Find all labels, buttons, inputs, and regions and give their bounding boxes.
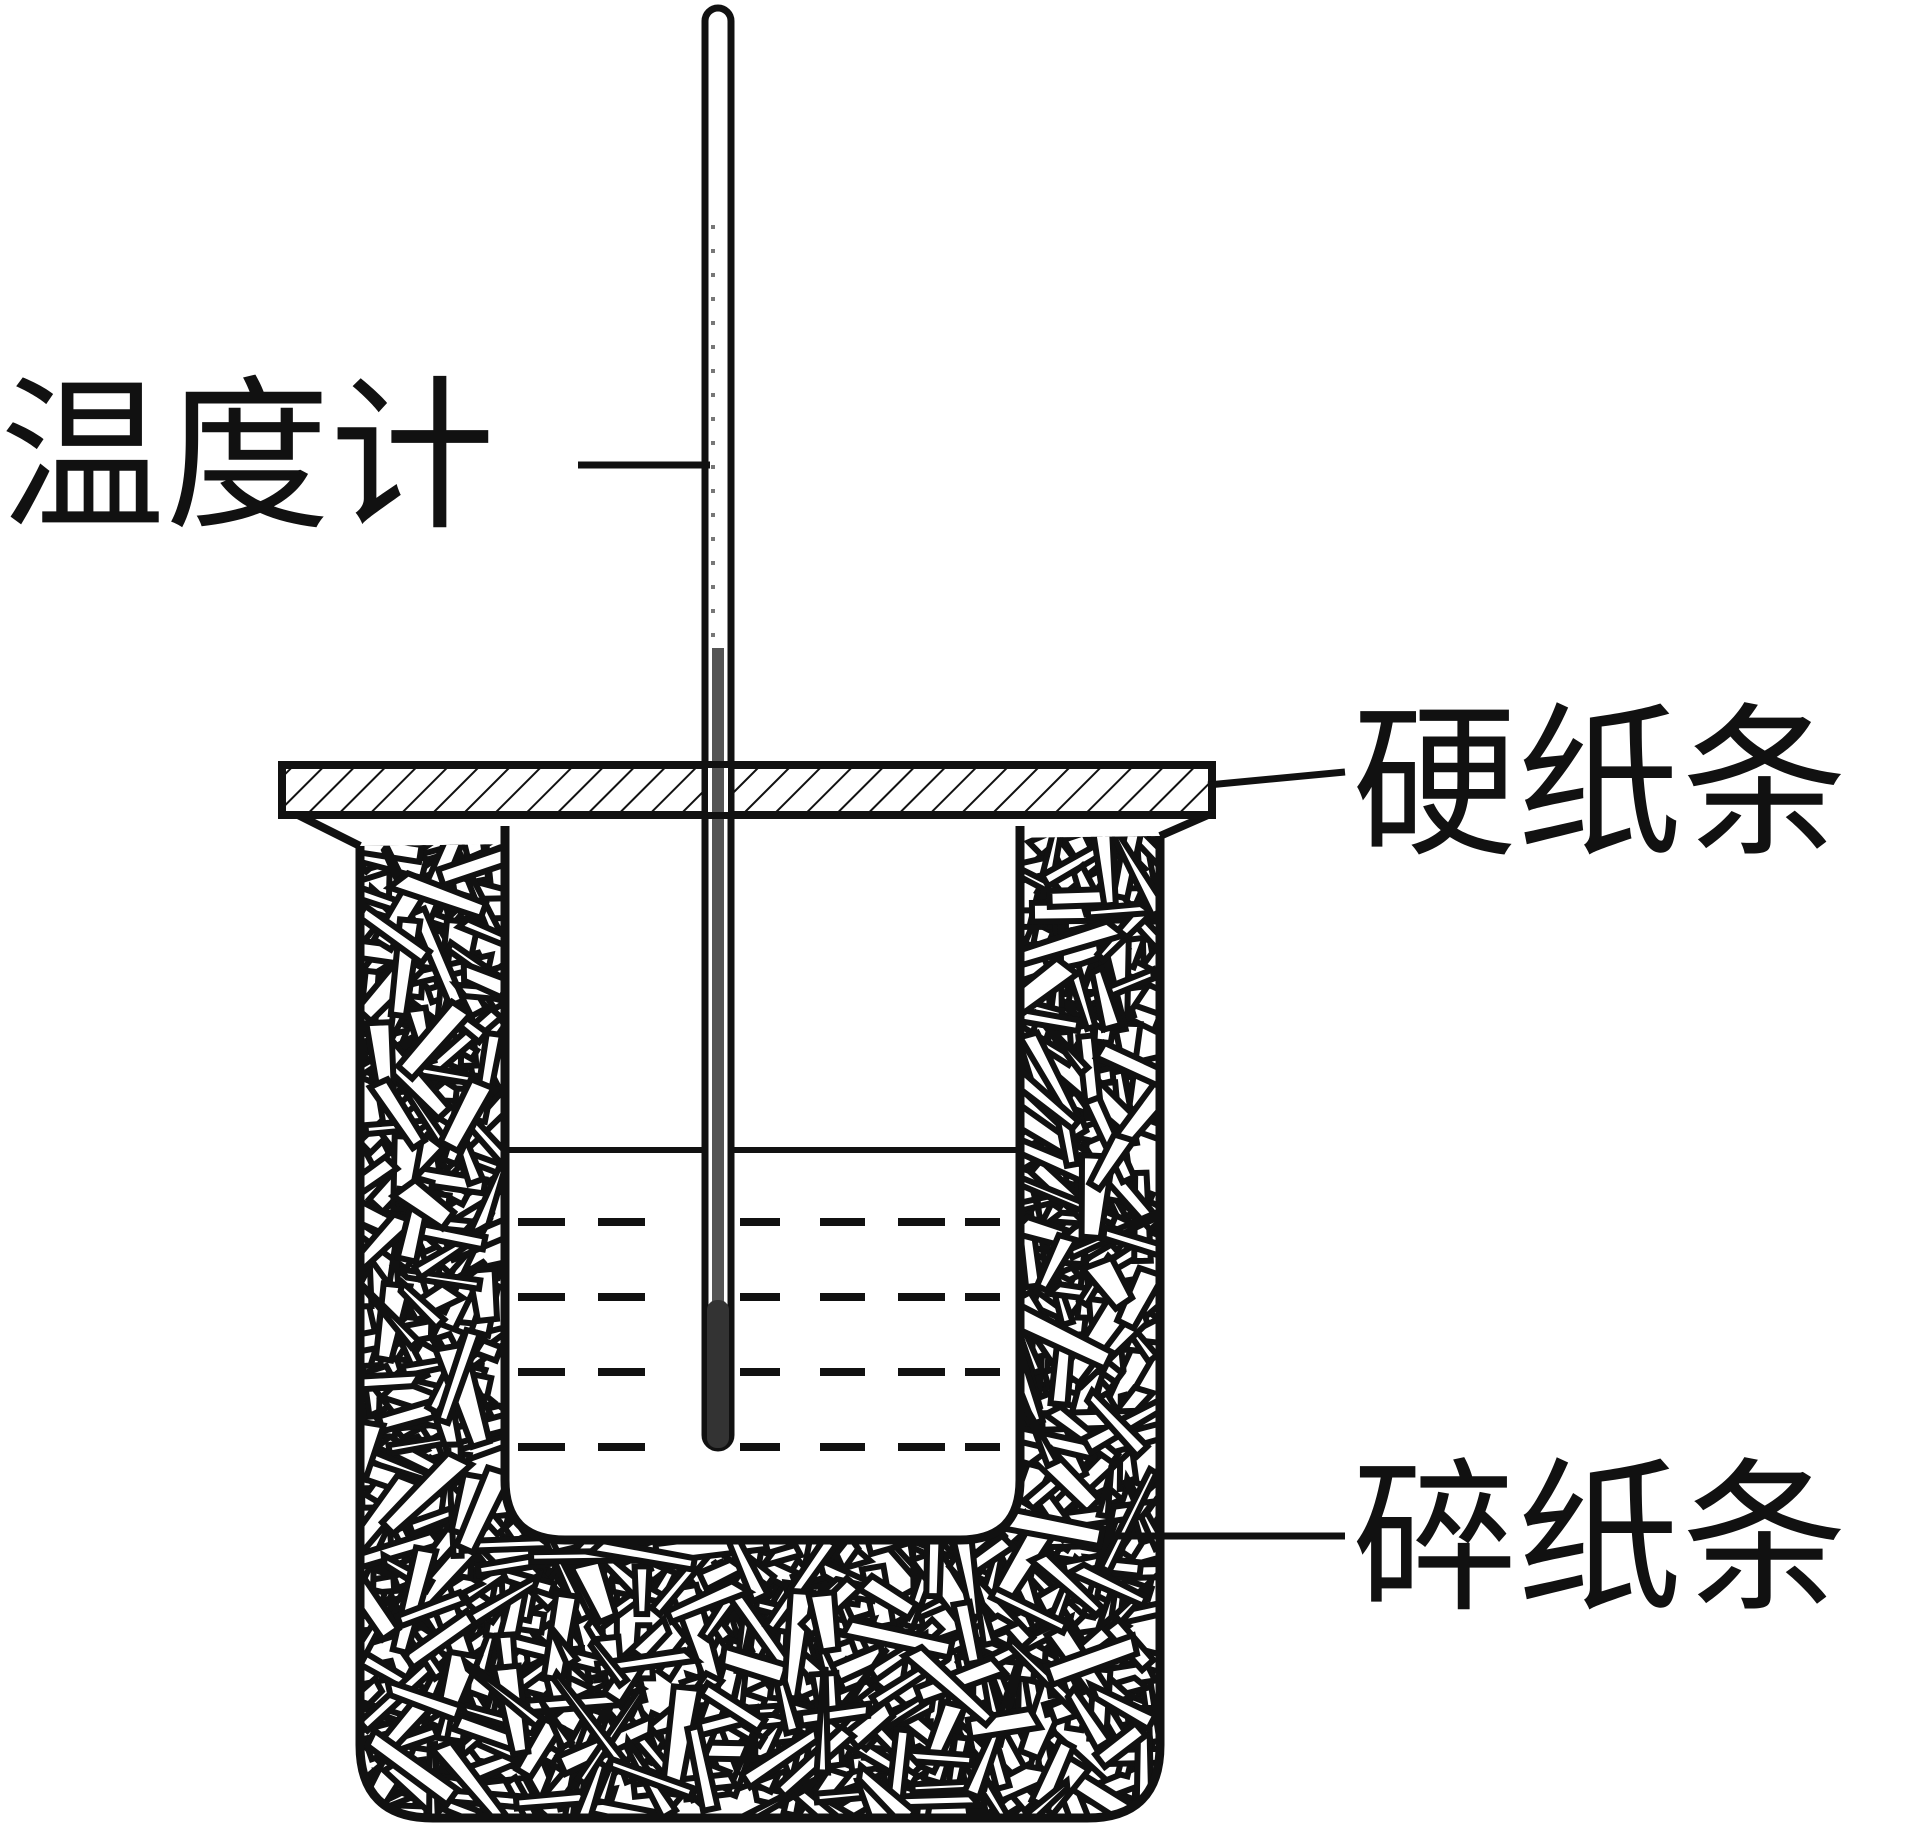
- paper-shred: [854, 1572, 921, 1623]
- hard-paper-leader-line: [1207, 768, 1346, 789]
- scale-tick: [711, 417, 715, 421]
- scale-tick: [711, 633, 715, 637]
- paper-shred: [533, 1691, 576, 1752]
- outer-beaker: [355, 836, 1165, 1823]
- paper-shred: [436, 1075, 498, 1155]
- paper-shred: [431, 1340, 494, 1451]
- paper-shred: [1107, 836, 1160, 886]
- paper-shred: [365, 1075, 429, 1153]
- paper-shred: [1083, 1385, 1152, 1461]
- paper-shred: [1091, 1039, 1160, 1102]
- paper-shred: [1100, 1223, 1160, 1268]
- scale-tick: [711, 321, 715, 325]
- scale-tick: [711, 561, 715, 565]
- scale-tick: [711, 537, 715, 541]
- paper-shred: [663, 1577, 757, 1626]
- scale-tick: [711, 369, 715, 373]
- scale-tick: [711, 297, 715, 301]
- scale-tick: [711, 345, 715, 349]
- paper-shred: [949, 1598, 985, 1668]
- paper-shred: [986, 1584, 1072, 1637]
- thermometer-scale: [711, 225, 715, 637]
- paper-shred: [360, 1417, 388, 1484]
- paper-shred: [1088, 963, 1126, 1034]
- scale-tick: [711, 465, 715, 469]
- scale-tick: [711, 609, 715, 613]
- paper-shred: [1085, 1678, 1160, 1734]
- paper-shred: [696, 1678, 770, 1736]
- scale-tick: [711, 585, 715, 589]
- paper-shred: [459, 1653, 547, 1731]
- paper-shred: [1042, 1631, 1141, 1689]
- paper-shred: [804, 1589, 842, 1655]
- paper-shred: [433, 1326, 484, 1427]
- scale-tick: [711, 513, 715, 517]
- paper-shred: [631, 1563, 653, 1618]
- paper-shred: [898, 1643, 998, 1730]
- scale-tick: [711, 249, 715, 253]
- thermometer-label: 温度计: [0, 361, 495, 553]
- scale-tick: [711, 393, 715, 397]
- paper-shred: [1077, 1254, 1136, 1313]
- hard-paper-strip-label: 硬纸条: [1352, 688, 1847, 880]
- thermometer-liquid-through-strip: [712, 768, 724, 812]
- paper-shred: [606, 1754, 698, 1802]
- paper-shred: [593, 1646, 705, 1678]
- paper-shred: [683, 1722, 722, 1815]
- thermometer-liquid-column: [712, 648, 724, 1438]
- paper-shred: [544, 1620, 582, 1670]
- thermometer: [701, 4, 735, 1452]
- inner-beaker: [500, 826, 1025, 1545]
- paper-shred: [964, 1705, 1046, 1742]
- paper-shred: [1084, 900, 1160, 921]
- paper-shred: [393, 997, 476, 1083]
- paper-shred: [360, 1673, 386, 1732]
- scale-tick: [711, 441, 715, 445]
- paper-shred: [1091, 1719, 1151, 1772]
- shredded-paper-fill: [360, 836, 1160, 1818]
- shredded-paper-label: 碎纸条: [1352, 1443, 1847, 1635]
- paper-shred: [773, 1677, 804, 1738]
- paper-shred: [1085, 1130, 1139, 1194]
- paper-shred: [1025, 1549, 1107, 1620]
- paper-shred: [587, 1634, 632, 1690]
- scale-tick: [711, 489, 715, 493]
- scale-tick: [711, 273, 715, 277]
- paper-shred: [360, 1270, 423, 1352]
- paper-shred: [1064, 1682, 1115, 1754]
- paper-shred: [360, 1369, 427, 1394]
- paper-shred: [426, 1738, 514, 1818]
- paper-shred: [1033, 1231, 1082, 1295]
- paper-shred: [382, 869, 490, 922]
- paper-shred: [360, 1549, 403, 1644]
- paper-shred: [813, 1666, 832, 1776]
- scale-tick: [711, 225, 715, 229]
- paper-shred: [452, 1463, 516, 1557]
- paper-shred: [583, 1537, 699, 1574]
- paper-shred: [393, 1588, 470, 1631]
- paper-shred: [1113, 1264, 1160, 1333]
- paper-shred: [1111, 836, 1160, 920]
- liquid-dashes: [518, 1218, 1000, 1451]
- paper-shred: [1061, 1561, 1152, 1610]
- paper-shred: [397, 1276, 449, 1333]
- paper-shred: [387, 1176, 459, 1233]
- paper-shred: [363, 1726, 462, 1809]
- paper-shred: [383, 1676, 465, 1724]
- hard-paper-strip: [278, 761, 1216, 819]
- paper-shred: [855, 1760, 920, 1818]
- paper-shred: [377, 1449, 477, 1539]
- thermometer-bulb: [707, 1300, 729, 1448]
